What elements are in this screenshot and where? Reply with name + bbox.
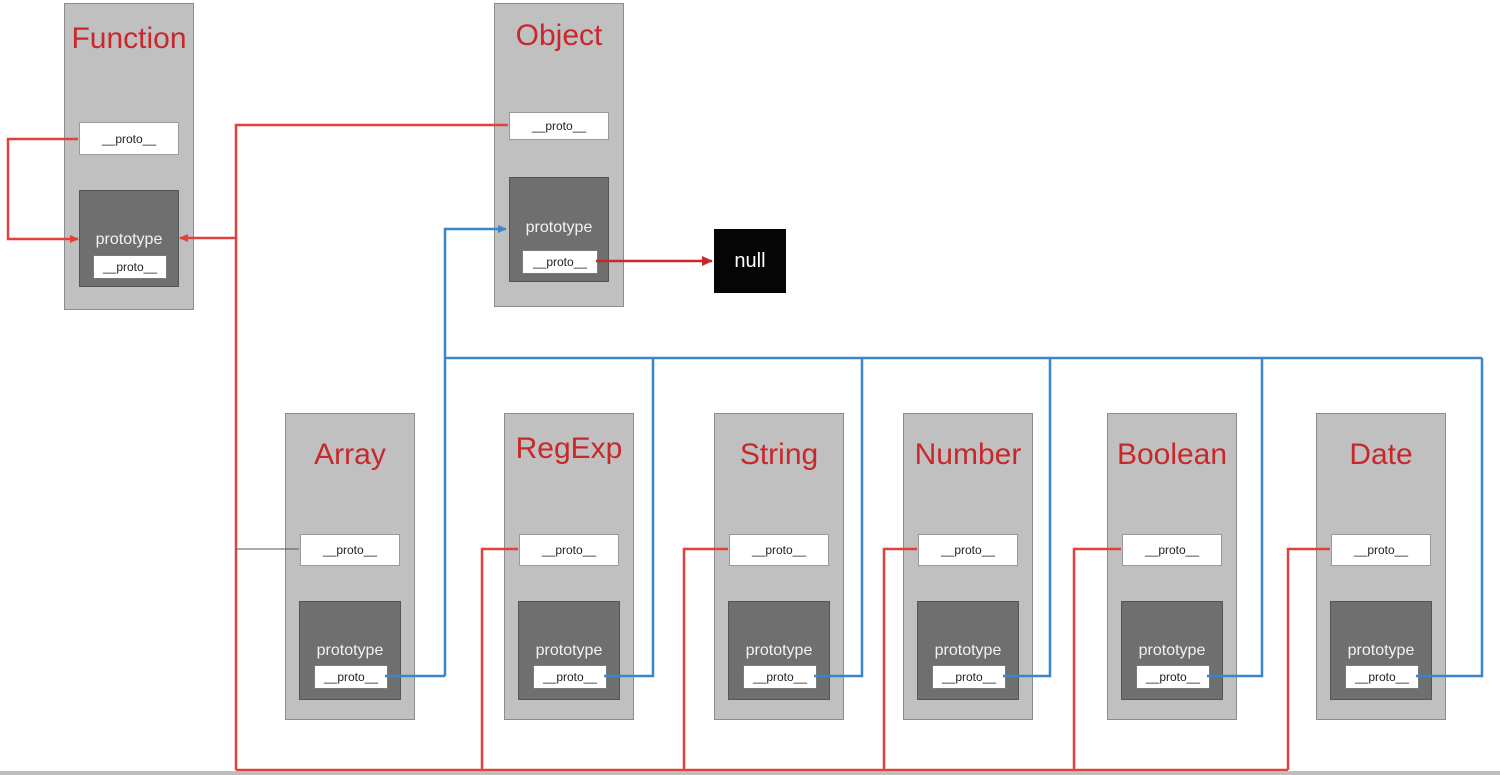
boolean-prototype-proto: __proto__: [1136, 665, 1210, 689]
number-title: Number: [914, 438, 1022, 471]
regexp-prototype-label: prototype: [535, 642, 603, 659]
date-constructor: Date __proto__ prototype __proto__: [1316, 413, 1446, 720]
function-prototype-block: prototype __proto__: [79, 190, 179, 287]
function-title: Function: [71, 22, 187, 55]
function-constructor: Function __proto__ prototype __proto__: [64, 3, 194, 310]
regexp-prototype-block: prototype __proto__: [518, 601, 620, 700]
object-proto: __proto__: [509, 112, 609, 140]
object-prototype-label: prototype: [525, 219, 593, 236]
function-prototype-label: prototype: [95, 231, 163, 248]
array-prototype-block: prototype __proto__: [299, 601, 401, 700]
string-prototype-label: prototype: [745, 642, 813, 659]
regexp-constructor: RegExp __proto__ prototype __proto__: [504, 413, 634, 720]
number-proto: __proto__: [918, 534, 1018, 566]
regexp-proto: __proto__: [519, 534, 619, 566]
string-proto: __proto__: [729, 534, 829, 566]
date-proto: __proto__: [1331, 534, 1431, 566]
number-prototype-label: prototype: [934, 642, 1002, 659]
array-prototype-label: prototype: [316, 642, 384, 659]
array-prototype-proto: __proto__: [314, 665, 388, 689]
array-constructor: Array __proto__ prototype __proto__: [285, 413, 415, 720]
date-prototype-label: prototype: [1347, 642, 1415, 659]
array-title: Array: [314, 438, 386, 471]
boolean-proto: __proto__: [1122, 534, 1222, 566]
string-prototype-block: prototype __proto__: [728, 601, 830, 700]
boolean-title: Boolean: [1116, 438, 1228, 471]
number-prototype-proto: __proto__: [932, 665, 1006, 689]
null-box: null: [714, 229, 786, 293]
array-proto: __proto__: [300, 534, 400, 566]
regexp-prototype-proto: __proto__: [533, 665, 607, 689]
date-prototype-block: prototype __proto__: [1330, 601, 1432, 700]
number-prototype-block: prototype __proto__: [917, 601, 1019, 700]
bottom-edge: [0, 771, 1500, 775]
object-title: Object: [515, 19, 603, 52]
string-constructor: String __proto__ prototype __proto__: [714, 413, 844, 720]
object-prototype-block: prototype __proto__: [509, 177, 609, 282]
regexp-title: RegExp: [515, 432, 623, 465]
boolean-prototype-label: prototype: [1138, 642, 1206, 659]
date-title: Date: [1349, 438, 1413, 471]
date-prototype-proto: __proto__: [1345, 665, 1419, 689]
boolean-constructor: Boolean __proto__ prototype __proto__: [1107, 413, 1237, 720]
function-prototype-proto: __proto__: [93, 255, 167, 279]
object-prototype-proto: __proto__: [522, 250, 598, 274]
function-proto: __proto__: [79, 122, 179, 155]
number-constructor: Number __proto__ prototype __proto__: [903, 413, 1033, 720]
boolean-prototype-block: prototype __proto__: [1121, 601, 1223, 700]
string-prototype-proto: __proto__: [743, 665, 817, 689]
object-constructor: Object __proto__ prototype __proto__: [494, 3, 624, 307]
string-title: String: [739, 438, 819, 471]
